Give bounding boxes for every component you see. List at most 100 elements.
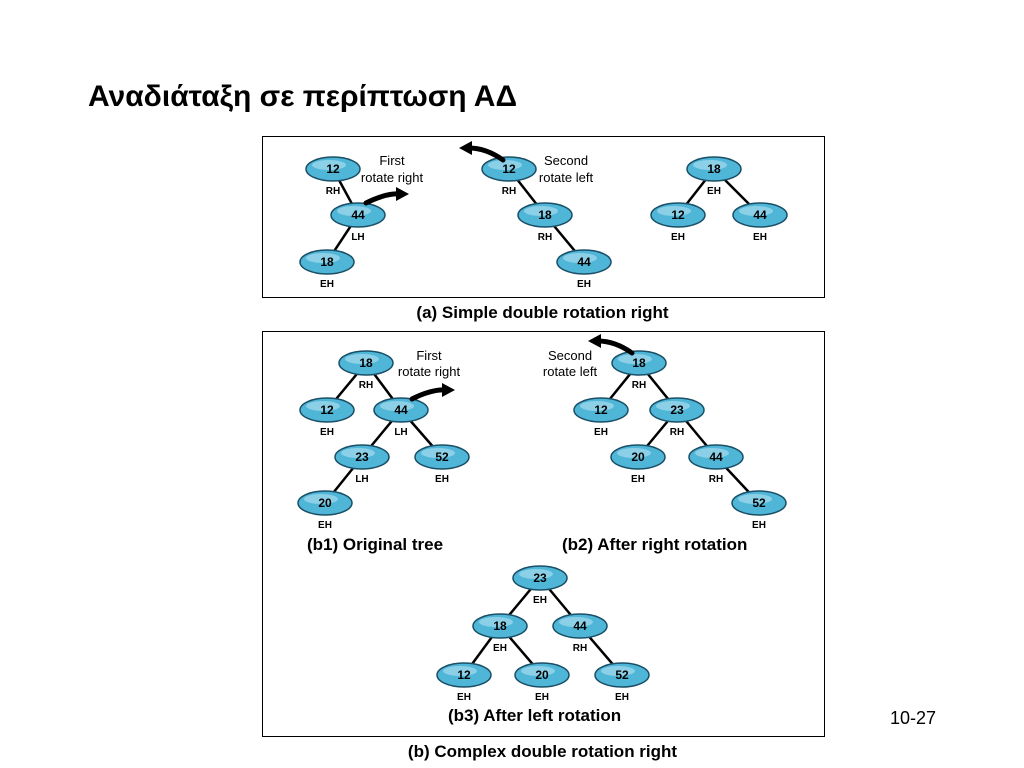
node-balance: RH [538, 232, 552, 243]
node-key: 12 [671, 208, 685, 222]
node-key: 44 [753, 208, 767, 222]
node-balance: EH [671, 232, 685, 243]
node-balance: LH [394, 427, 407, 438]
rotate-right-arrow-icon [409, 383, 455, 402]
node-balance: EH [493, 643, 507, 654]
note-b-second-line2: rotate left [543, 364, 598, 379]
caption-simple-double-rotation: (a) Simple double rotation right [416, 303, 669, 322]
node-highlight [479, 617, 513, 627]
node-balance: RH [502, 186, 516, 197]
node-key: 18 [320, 255, 334, 269]
node-highlight [521, 666, 555, 676]
node-key: 12 [326, 162, 340, 176]
node-balance: EH [752, 520, 766, 531]
node-key: 18 [538, 208, 552, 222]
node-balance: EH [631, 474, 645, 485]
node-highlight [380, 401, 414, 411]
node-key: 52 [435, 450, 449, 464]
node-key: 44 [573, 619, 587, 633]
node-balance: EH [753, 232, 767, 243]
node-balance: EH [533, 595, 547, 606]
node-key: 12 [457, 668, 471, 682]
node-highlight [341, 448, 375, 458]
node-highlight [563, 253, 597, 263]
caption-after-right-rotation: (b2) After right rotation [562, 535, 748, 554]
node-key: 18 [493, 619, 507, 633]
node-key: 23 [670, 403, 684, 417]
node-key: 18 [632, 356, 646, 370]
node-highlight [559, 617, 593, 627]
node-key: 20 [318, 496, 332, 510]
node-highlight [304, 494, 338, 504]
note-b-first-line1: First [416, 348, 442, 363]
node-balance: EH [594, 427, 608, 438]
node-highlight [306, 401, 340, 411]
node-balance: EH [457, 692, 471, 703]
node-highlight [617, 448, 651, 458]
node-balance: RH [709, 474, 723, 485]
node-highlight [656, 401, 690, 411]
node-balance: EH [615, 692, 629, 703]
node-key: 44 [351, 208, 365, 222]
node-balance: RH [326, 186, 340, 197]
node-balance: RH [670, 427, 684, 438]
note-b-second-line1: Second [548, 348, 592, 363]
note-a-first-line2: rotate right [361, 170, 424, 185]
node-balance: LH [351, 232, 364, 243]
node-balance: RH [573, 643, 587, 654]
node-highlight [739, 206, 773, 216]
node-key: 20 [535, 668, 549, 682]
node-key: 18 [707, 162, 721, 176]
node-highlight [618, 354, 652, 364]
rotate-left-arrow-icon [588, 334, 635, 356]
node-balance: EH [577, 279, 591, 290]
node-highlight [443, 666, 477, 676]
node-key: 23 [533, 571, 547, 585]
node-key: 20 [631, 450, 645, 464]
node-key: 18 [359, 356, 373, 370]
note-a-second-line1: Second [544, 153, 588, 168]
node-highlight [312, 160, 346, 170]
node-highlight [657, 206, 691, 216]
caption-original-tree: (b1) Original tree [307, 535, 444, 554]
caption-complex-double-rotation: (b) Complex double rotation right [407, 742, 678, 761]
node-highlight [524, 206, 558, 216]
node-balance: EH [318, 520, 332, 531]
node-highlight [345, 354, 379, 364]
note-b-first-line2: rotate right [398, 364, 461, 379]
node-highlight [601, 666, 635, 676]
node-key: 44 [394, 403, 408, 417]
node-highlight [337, 206, 371, 216]
nodes-layer: 12RH44LH18EH12RH18RH44EH18EH12EH44EH18RH… [297, 156, 788, 703]
node-highlight [488, 160, 522, 170]
caption-after-left-rotation: (b3) After left rotation [448, 706, 622, 725]
node-key: 23 [355, 450, 369, 464]
rotate-left-arrow-icon [459, 141, 506, 163]
node-key: 44 [709, 450, 723, 464]
node-highlight [580, 401, 614, 411]
